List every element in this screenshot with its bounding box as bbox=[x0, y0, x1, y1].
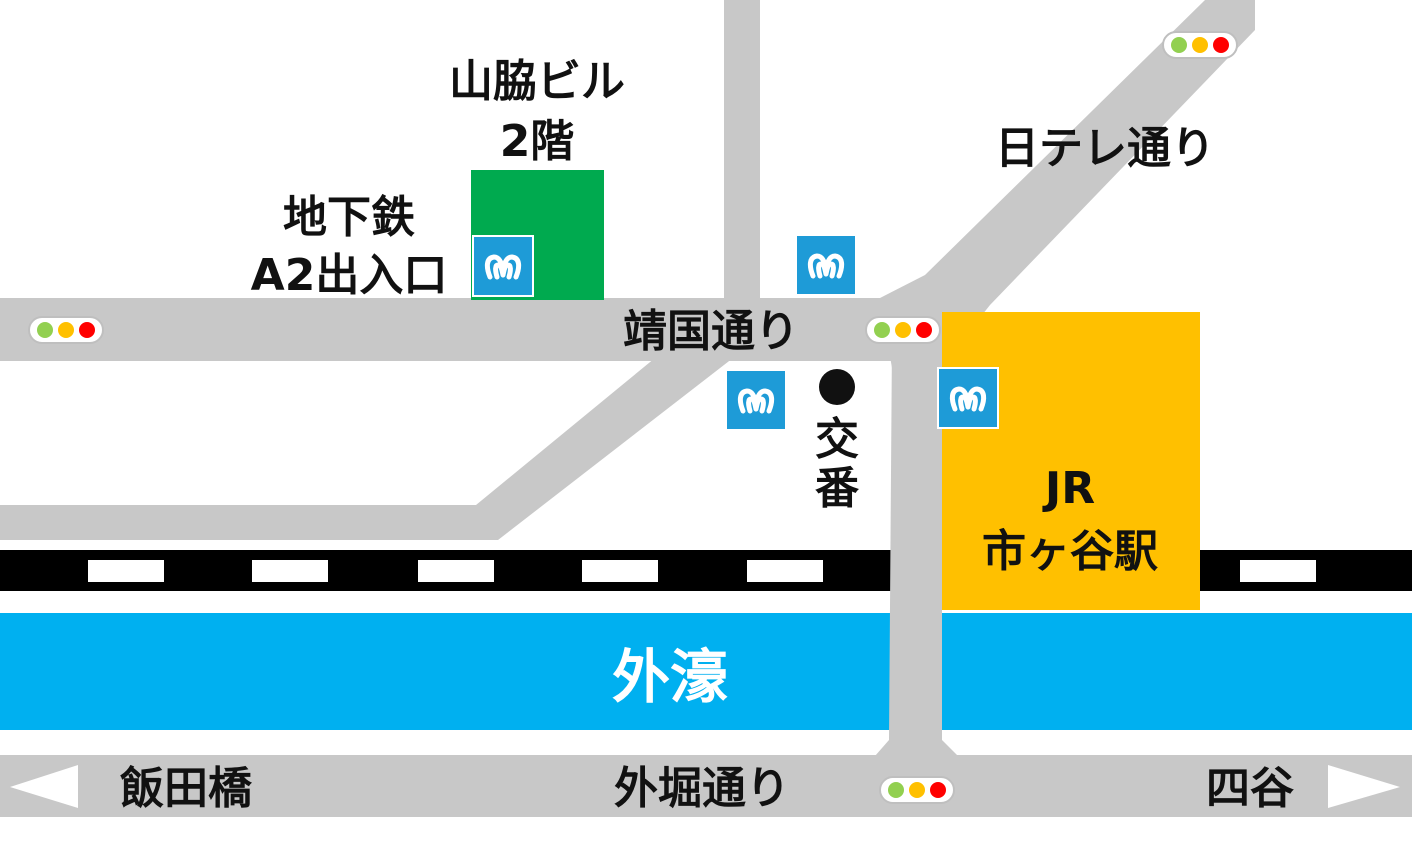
tokyo-metro-icon bbox=[726, 370, 786, 430]
koban-label-char1: 交 bbox=[815, 414, 859, 465]
road-north bbox=[724, 0, 760, 305]
traffic-light-icon bbox=[865, 316, 941, 344]
subway-exit-label-line1: 地下鉄 bbox=[283, 192, 415, 243]
road-yasukuni bbox=[0, 298, 940, 361]
moat-label: 外濠 bbox=[612, 643, 728, 711]
sotobori-street-label: 外堀通り bbox=[614, 763, 790, 814]
jr-station bbox=[942, 312, 1200, 610]
road-nittele bbox=[880, 0, 1255, 368]
building-floor-label: 2階 bbox=[500, 116, 575, 167]
yasukuni-street-label: 靖国通り bbox=[623, 306, 799, 357]
traffic-light-icon bbox=[879, 776, 955, 804]
traffic-light-icon bbox=[1162, 31, 1238, 59]
tokyo-metro-icon bbox=[473, 236, 533, 296]
moat-area bbox=[0, 613, 1412, 730]
yotsuya-label: 四谷 bbox=[1206, 763, 1294, 814]
arrow-right-icon bbox=[1328, 765, 1400, 808]
station-label-line1: JR bbox=[1042, 463, 1095, 514]
tokyo-metro-icon bbox=[938, 368, 998, 428]
road-diagonal-southwest bbox=[0, 358, 733, 540]
station-label-line2: 市ヶ谷駅 bbox=[982, 526, 1158, 577]
tokyo-metro-icon bbox=[796, 235, 856, 295]
building-name-label: 山脇ビル bbox=[449, 56, 625, 107]
road-sotobori bbox=[0, 755, 1412, 817]
koban-label-char2: 番 bbox=[815, 463, 860, 514]
traffic-light-icon bbox=[28, 316, 104, 344]
subway-exit-label-line2: A2出入口 bbox=[251, 250, 448, 301]
police-box-dot-icon bbox=[819, 369, 855, 405]
railway-line bbox=[0, 550, 1412, 591]
nittele-street-label: 日テレ通り bbox=[995, 123, 1215, 174]
iidabashi-label: 飯田橋 bbox=[120, 763, 252, 814]
arrow-left-icon bbox=[10, 765, 78, 808]
road-network bbox=[0, 0, 1412, 817]
road-south bbox=[875, 340, 958, 756]
